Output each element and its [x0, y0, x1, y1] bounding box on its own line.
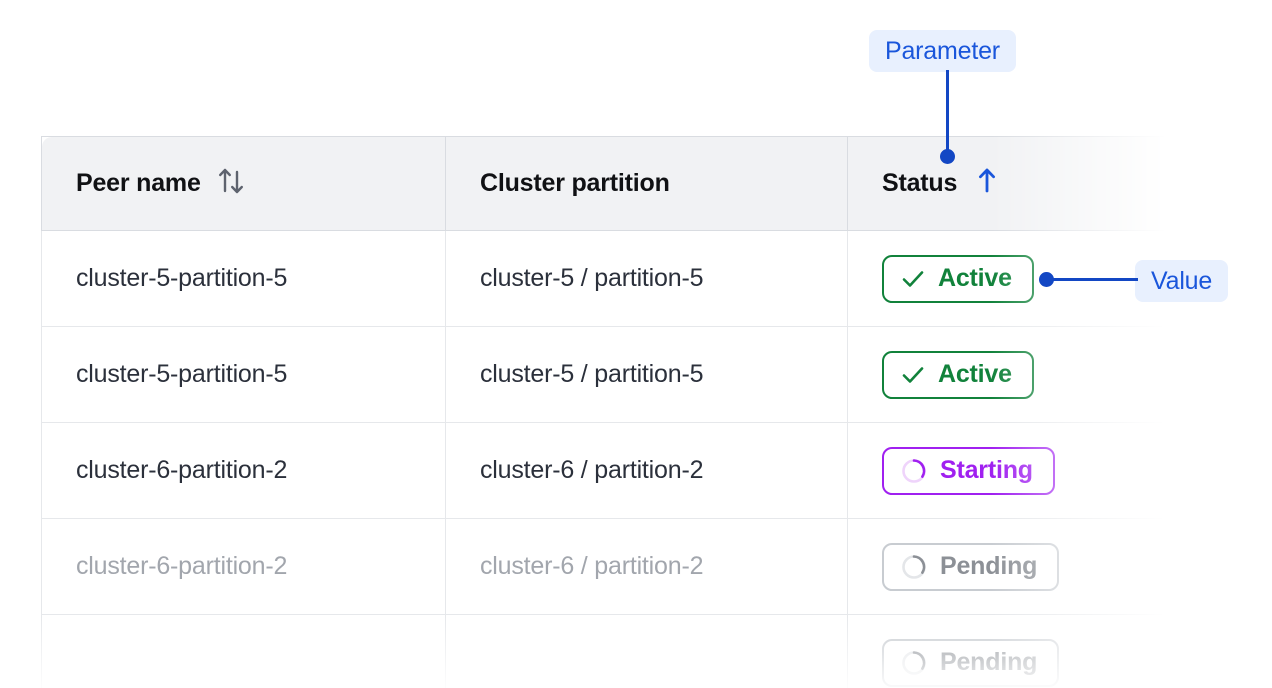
status-label: Active	[938, 264, 1012, 292]
status-label: Starting	[940, 456, 1033, 484]
annotation-connector-value	[1046, 278, 1138, 281]
cell-status: Starting	[847, 422, 1231, 519]
table-body: cluster-5-partition-5 cluster-5 / partit…	[41, 230, 1231, 688]
table-row[interactable]: cluster-6-partition-2 cluster-6 / partit…	[41, 422, 1231, 519]
check-icon	[900, 266, 926, 292]
status-badge-pending: Pending	[882, 638, 1060, 687]
cell-cluster-partition: cluster-6 / partition-2	[445, 422, 848, 519]
column-header-cluster-partition[interactable]: Cluster partition	[445, 136, 848, 231]
arrow-up-icon[interactable]	[973, 165, 1001, 202]
status-badge-active: Active	[882, 254, 1034, 303]
table-header: Peer name Cluster partition	[41, 136, 1231, 231]
cell-peer-name	[41, 614, 446, 688]
annotation-badge-value: Value	[1135, 260, 1229, 302]
table-row[interactable]: Pending	[41, 614, 1231, 688]
check-icon	[900, 362, 926, 388]
spinner-icon	[900, 649, 928, 677]
cell-peer-name: cluster-5-partition-5	[41, 230, 446, 327]
sort-both-icon[interactable]	[217, 165, 245, 202]
cell-cluster-partition	[445, 614, 848, 688]
column-header-status[interactable]: Status	[847, 136, 1231, 231]
status-badge-pending: Pending	[882, 542, 1060, 591]
cell-cluster-partition: cluster-5 / partition-5	[445, 326, 848, 423]
column-header-label: Status	[882, 169, 958, 197]
cell-status: Pending	[847, 518, 1231, 615]
cell-peer-name: cluster-6-partition-2	[41, 422, 446, 519]
annotation-connector-parameter	[946, 70, 949, 158]
column-header-label: Peer name	[76, 169, 201, 197]
spinner-icon	[900, 457, 928, 485]
cell-peer-name: cluster-5-partition-5	[41, 326, 446, 423]
peers-table: Peer name Cluster partition	[41, 136, 1231, 688]
table-header-row: Peer name Cluster partition	[41, 136, 1231, 231]
status-label: Active	[938, 360, 1012, 388]
spinner-icon	[900, 553, 928, 581]
cell-cluster-partition: cluster-6 / partition-2	[445, 518, 848, 615]
status-label: Pending	[940, 552, 1038, 580]
status-label: Pending	[940, 648, 1038, 676]
cell-cluster-partition: cluster-5 / partition-5	[445, 230, 848, 327]
table-row[interactable]: cluster-5-partition-5 cluster-5 / partit…	[41, 326, 1231, 423]
cell-status: Pending	[847, 614, 1231, 688]
cell-peer-name: cluster-6-partition-2	[41, 518, 446, 615]
annotation-anchor-dot-value	[1039, 272, 1054, 287]
peers-table-container: Peer name Cluster partition	[41, 136, 1231, 688]
cell-status: Active	[847, 326, 1231, 423]
annotation-badge-parameter: Parameter	[869, 30, 1016, 72]
status-badge-active: Active	[882, 350, 1034, 399]
table-row[interactable]: cluster-6-partition-2 cluster-6 / partit…	[41, 518, 1231, 615]
column-header-label: Cluster partition	[480, 169, 670, 197]
annotation-anchor-dot-parameter	[940, 149, 955, 164]
status-badge-starting: Starting	[882, 446, 1055, 495]
column-header-peer-name[interactable]: Peer name	[41, 136, 446, 231]
